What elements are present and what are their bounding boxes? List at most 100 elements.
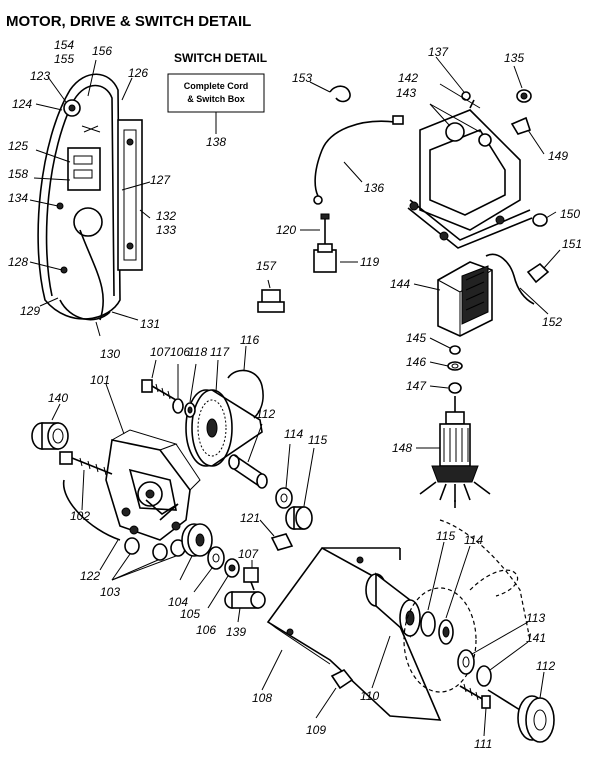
callout-142: 142 bbox=[398, 71, 418, 85]
callout-131: 131 bbox=[140, 317, 160, 331]
callout-119: 119 bbox=[360, 255, 379, 269]
callout-139: 139 bbox=[226, 625, 246, 639]
callout-118: 118 bbox=[188, 345, 207, 359]
callout-106b: 106 bbox=[196, 623, 216, 637]
callout-125: 125 bbox=[8, 139, 28, 153]
part-109 bbox=[330, 668, 354, 690]
part-114 bbox=[275, 487, 293, 509]
part-149 bbox=[510, 116, 532, 135]
part-107 bbox=[243, 567, 259, 591]
callout-102: 102 bbox=[70, 509, 90, 523]
pulley bbox=[487, 689, 555, 743]
callout-140: 140 bbox=[48, 391, 68, 405]
callout-108: 108 bbox=[252, 691, 272, 705]
callout-145: 145 bbox=[406, 331, 426, 345]
part-111 bbox=[459, 683, 491, 709]
callout-107a: 107 bbox=[150, 345, 171, 359]
callout-141: 141 bbox=[526, 631, 546, 645]
callout-133: 133 bbox=[156, 223, 176, 237]
callout-105: 105 bbox=[180, 607, 200, 621]
callout-113: 113 bbox=[526, 611, 545, 625]
switch-box-line2: & Switch Box bbox=[187, 94, 245, 104]
drive-shaft bbox=[228, 454, 268, 489]
callout-132: 132 bbox=[156, 209, 176, 223]
callout-107b: 107 bbox=[238, 547, 259, 561]
callout-150: 150 bbox=[560, 207, 580, 221]
callout-148: 148 bbox=[392, 441, 412, 455]
callout-156: 156 bbox=[92, 44, 112, 58]
retaining-clip bbox=[227, 369, 264, 419]
part-141 bbox=[476, 665, 492, 687]
callout-101: 101 bbox=[90, 373, 110, 387]
callout-114b: 114 bbox=[464, 533, 483, 547]
callout-labels: 154 155 156 123 126 124 125 158 127 134 … bbox=[8, 38, 582, 751]
callout-158: 158 bbox=[8, 167, 28, 181]
callout-112b: 112 bbox=[536, 659, 555, 673]
callout-127: 127 bbox=[150, 173, 171, 187]
bearing bbox=[31, 422, 69, 450]
callout-129: 129 bbox=[20, 304, 40, 318]
spindle-housing bbox=[365, 572, 421, 638]
callout-151: 151 bbox=[562, 237, 582, 251]
motor-bracket bbox=[407, 99, 533, 249]
blade-outline bbox=[403, 587, 477, 693]
callout-122: 122 bbox=[80, 569, 100, 583]
callout-123: 123 bbox=[30, 69, 50, 83]
callout-117: 117 bbox=[210, 345, 230, 359]
part-139 bbox=[224, 591, 266, 609]
gear-bolt bbox=[141, 379, 177, 401]
callout-149: 149 bbox=[548, 149, 568, 163]
callout-104: 104 bbox=[168, 595, 188, 609]
small-gear bbox=[181, 523, 213, 557]
switch-component bbox=[313, 213, 337, 273]
part-137 bbox=[461, 91, 471, 101]
callout-126: 126 bbox=[128, 66, 148, 80]
callout-114a: 114 bbox=[284, 427, 303, 441]
callout-155: 155 bbox=[54, 52, 74, 66]
guard-outline bbox=[439, 519, 531, 641]
diagram-title: MOTOR, DRIVE & SWITCH DETAIL bbox=[6, 13, 251, 30]
switch-detail-box bbox=[167, 73, 265, 113]
callout-109: 109 bbox=[306, 723, 326, 737]
part-113 bbox=[457, 649, 475, 675]
callout-121: 121 bbox=[240, 511, 260, 525]
callout-135: 135 bbox=[504, 51, 524, 65]
callout-124: 124 bbox=[12, 97, 32, 111]
part-146 bbox=[447, 361, 463, 371]
part-151 bbox=[526, 262, 550, 284]
callout-153: 153 bbox=[292, 71, 312, 85]
part-150 bbox=[532, 213, 548, 227]
housing-screw bbox=[59, 451, 113, 476]
cord-clip bbox=[329, 85, 351, 103]
callout-138: 138 bbox=[206, 135, 226, 149]
callout-110: 110 bbox=[360, 689, 379, 703]
callout-136: 136 bbox=[364, 181, 384, 195]
callout-157: 157 bbox=[256, 259, 277, 273]
callout-115a: 115 bbox=[308, 433, 327, 447]
power-cord bbox=[313, 115, 404, 205]
large-gear bbox=[185, 389, 263, 467]
callout-115b: 115 bbox=[436, 529, 455, 543]
switch-box-housing bbox=[37, 73, 143, 321]
part-121 bbox=[270, 533, 294, 551]
gear-housing bbox=[105, 429, 201, 541]
part-105 bbox=[207, 546, 225, 570]
part-145 bbox=[449, 345, 461, 355]
cord-wire-102 bbox=[62, 479, 121, 541]
callout-143: 143 bbox=[396, 86, 416, 100]
callout-106a: 106 bbox=[170, 345, 190, 359]
callout-111: 111 bbox=[474, 737, 492, 751]
callout-112a: 112 bbox=[256, 407, 275, 421]
callout-134: 134 bbox=[8, 191, 28, 205]
switch-knob bbox=[257, 279, 285, 313]
callout-146: 146 bbox=[406, 355, 426, 369]
callout-128: 128 bbox=[8, 255, 28, 269]
switch-box-line1: Complete Cord bbox=[184, 81, 249, 91]
callout-103: 103 bbox=[100, 585, 120, 599]
callout-120: 120 bbox=[276, 223, 296, 237]
part-115b bbox=[420, 611, 436, 637]
part-152 bbox=[485, 253, 535, 305]
part-115 bbox=[285, 506, 313, 530]
